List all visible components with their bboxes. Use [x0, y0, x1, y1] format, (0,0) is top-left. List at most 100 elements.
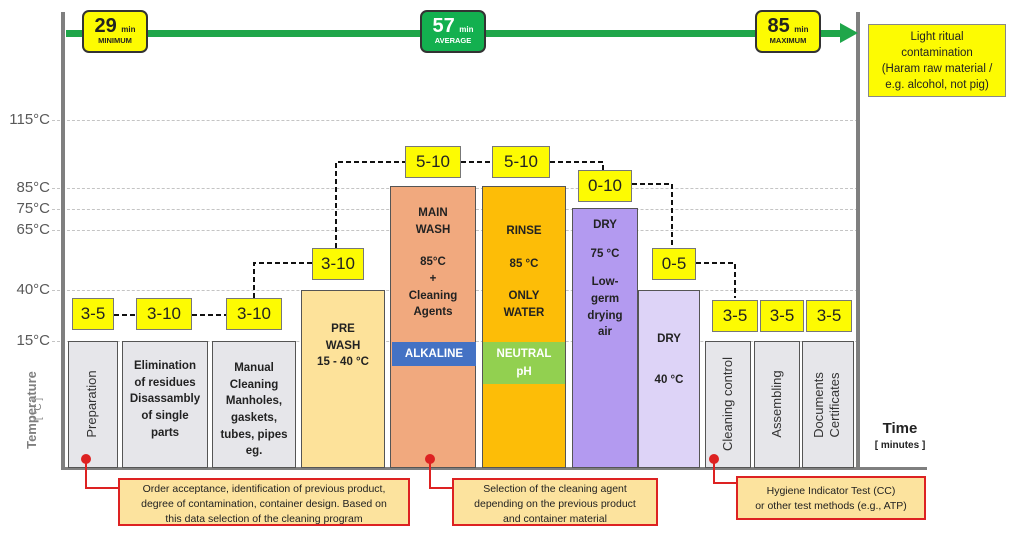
x-axis-line [61, 467, 927, 470]
phase-main-wash: MAIN WASH 85°C + Cleaning Agents [390, 186, 476, 468]
note-order-acceptance: Order acceptance, identification of prev… [118, 478, 410, 526]
y-axis-line [61, 12, 65, 470]
manual-line-4: gaskets, [230, 412, 278, 425]
note-order-line-2: degree of contamination, container desig… [141, 497, 387, 510]
duration-badge-documents: 3-5 [806, 300, 852, 332]
elimination-line-1: Elimination [134, 360, 196, 372]
min-value: 29 [94, 15, 117, 37]
avg-label: AVERAGE [434, 36, 472, 45]
note-agent-line-1: Selection of the cleaning agent [483, 483, 627, 495]
phase-assembling: Assembling [754, 341, 800, 468]
duration-badge-mainwash: 5-10 [405, 146, 461, 178]
note-agent-line-3: and container material [503, 512, 607, 525]
max-unit: min [794, 25, 809, 34]
dry1-line-3: 75 °C [590, 247, 620, 260]
legend-line-4: e.g. alcohol, not pig) [885, 79, 989, 92]
phase-preparation: Preparation [68, 341, 118, 468]
mainwash-line-4: 85°C [420, 256, 446, 269]
phase-manual-cleaning: Manual Cleaning Manholes, gaskets, tubes… [212, 341, 296, 468]
right-axis-line [856, 12, 860, 470]
mainwash-line-6: Cleaning [408, 289, 458, 302]
prewash-line-2: WASH [325, 339, 361, 352]
phase-elimination: Elimination of residues Disassambly of s… [122, 341, 208, 468]
contamination-legend: Light ritual contamination (Haram raw ma… [868, 24, 1006, 97]
prewash-line-3: 15 - 40 °C [317, 356, 369, 369]
note-order-line-1: Order acceptance, identification of prev… [142, 483, 386, 495]
note-agent-line-2: depending on the previous product [474, 497, 636, 510]
dry2-line-4: 40 °C [654, 373, 684, 386]
note-dot-order [81, 454, 91, 464]
duration-badge-cleaning-control: 3-5 [712, 300, 758, 332]
timeline-avg-badge: 57 min AVERAGE [420, 10, 486, 53]
note-hygiene-line-1: Hygiene Indicator Test (CC) [766, 485, 896, 497]
manual-line-5: tubes, pipes [220, 428, 288, 441]
duration-badge-prewash: 3-10 [312, 248, 364, 280]
dry1-line-7: drying [587, 309, 623, 322]
note-hygiene-test: Hygiene Indicator Test (CC) or other tes… [736, 476, 926, 520]
dry1-line-8: air [597, 326, 613, 339]
avg-unit: min [459, 25, 474, 34]
phase-documents: Documents Certificates [802, 341, 854, 468]
mainwash-line-5: + [429, 273, 437, 286]
legend-line-3: (Haram raw material / [881, 63, 993, 76]
rinse-line-5: ONLY [508, 290, 540, 303]
phase-dry-75: DRY 75 °C Low- germ drying air [572, 208, 638, 468]
duration-badge-elimination: 3-10 [136, 298, 192, 330]
duration-badge-preparation: 3-5 [72, 298, 114, 330]
rinse-line-6: WATER [503, 307, 545, 320]
dry1-line-5: Low- [591, 276, 619, 289]
y-tick-85: 85°C [16, 179, 50, 196]
timeline-min-badge: 29 min MINIMUM [82, 10, 148, 53]
min-unit: min [121, 25, 136, 34]
y-tick-15: 15°C [16, 332, 50, 349]
max-value: 85 [767, 15, 790, 37]
phase-cleaning-control: Cleaning control [705, 341, 751, 468]
duration-badge-assembling: 3-5 [760, 300, 804, 332]
duration-badge-dry1: 0-10 [578, 170, 632, 202]
prewash-line-1: PRE [331, 323, 355, 335]
y-tick-115: 115°C [9, 111, 50, 128]
duration-badge-manual: 3-10 [226, 298, 282, 330]
dry2-line-1: DRY [657, 333, 681, 345]
mainwash-line-2: WASH [415, 223, 451, 236]
alkaline-strip: ALKALINE [392, 342, 476, 366]
rinse-line-1: RINSE [506, 225, 542, 237]
note-dot-hygiene [709, 454, 719, 464]
elimination-line-2: of residues [134, 376, 196, 389]
x-axis-unit: [ minutes ] [874, 440, 926, 451]
time-arrow-head [840, 23, 858, 43]
elimination-line-4: of single [141, 410, 189, 423]
avg-value: 57 [432, 15, 455, 37]
timeline-max-badge: 85 min MAXIMUM [755, 10, 821, 53]
manual-line-2: Cleaning [229, 378, 279, 391]
note-hygiene-line-2: or other test methods (e.g., ATP) [755, 499, 907, 512]
gridline-115 [52, 120, 858, 121]
phase-prewash: PRE WASH 15 - 40 °C [301, 290, 385, 468]
mainwash-line-7: Agents [413, 306, 453, 319]
dry1-line-1: DRY [593, 219, 617, 231]
max-label: MAXIMUM [769, 36, 807, 45]
phase-dry-40: DRY 40 °C [638, 290, 700, 468]
neutral-line-2: pH [516, 365, 532, 378]
legend-line-2: contamination [901, 47, 973, 60]
duration-badge-dry2: 0-5 [652, 248, 696, 280]
manual-line-6: eg. [245, 445, 263, 458]
elimination-line-5: parts [150, 426, 180, 439]
note-cleaning-agent: Selection of the cleaning agent dependin… [452, 478, 658, 526]
note-dot-agent [425, 454, 435, 464]
duration-badge-rinse: 5-10 [492, 146, 550, 178]
neutral-strip: NEUTRAL pH [483, 342, 565, 384]
phase-rinse: RINSE 85 °C ONLY WATER [482, 186, 566, 468]
y-tick-65: 65°C [16, 221, 50, 238]
y-tick-40: 40°C [16, 281, 50, 298]
manual-line-1: Manual [234, 362, 274, 374]
x-axis-label: Time [882, 420, 918, 437]
rinse-line-3: 85 °C [509, 257, 539, 270]
neutral-line-1: NEUTRAL [496, 348, 552, 360]
legend-line-1: Light ritual [910, 31, 964, 43]
manual-line-3: Manholes, [225, 395, 283, 408]
elimination-line-3: Disassambly [129, 393, 201, 406]
mainwash-line-1: MAIN [418, 207, 448, 219]
